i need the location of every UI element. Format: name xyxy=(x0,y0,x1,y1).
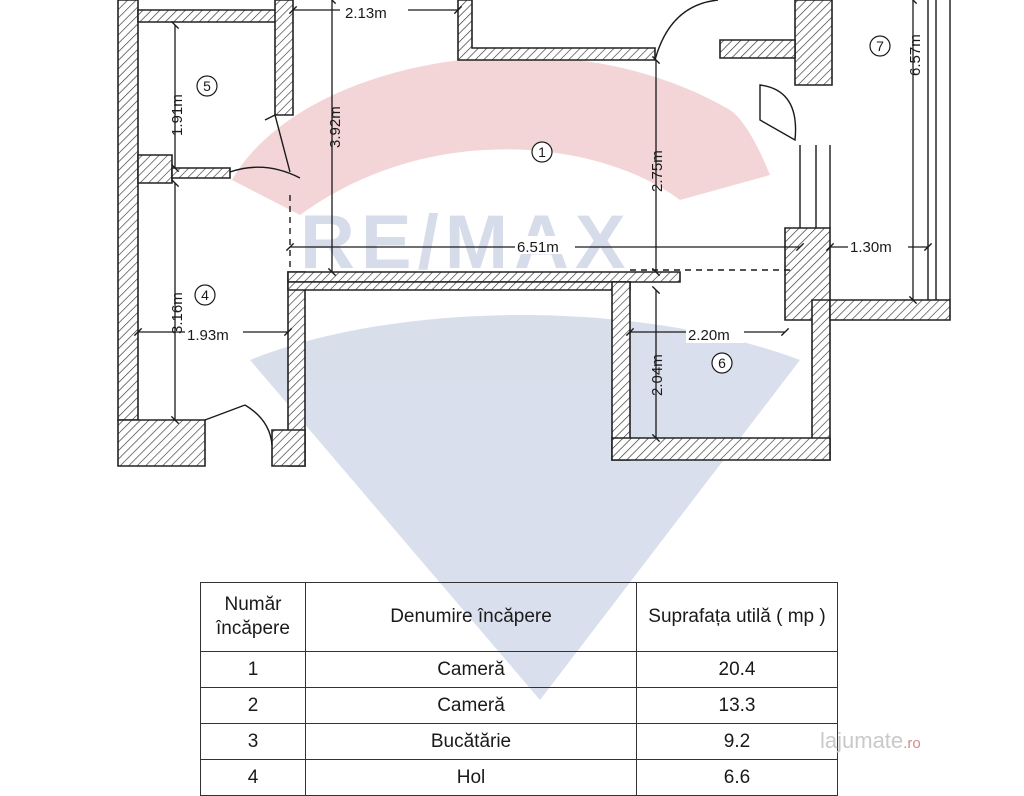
room-number: 5 xyxy=(203,78,211,94)
dim-label: 1.93m xyxy=(187,327,229,344)
cell-room-name: Hol xyxy=(305,759,637,796)
table-header-row: Număr încăpere Denumire încăpere Suprafa… xyxy=(200,582,838,652)
dim-label: 3.16m xyxy=(169,292,186,334)
cell-room-number: 1 xyxy=(200,651,306,688)
dim-label: 2.20m xyxy=(688,327,730,344)
dim-label: 1.30m xyxy=(850,239,892,256)
doors xyxy=(204,0,797,446)
room-number: 4 xyxy=(201,287,209,303)
table-row: 2 Cameră 13.3 xyxy=(200,687,838,724)
site-watermark: lajumate.ro xyxy=(820,728,1020,758)
dimension-labels: 2.13m 1.91m 3.92m 2.75m 6.51m 1.30m 6.57… xyxy=(169,3,924,396)
room-area-table: Număr încăpere Denumire încăpere Suprafa… xyxy=(200,582,838,796)
cell-room-name: Bucătărie xyxy=(305,723,637,760)
cell-area: 20.4 xyxy=(636,651,838,688)
site-watermark-text: lajumate xyxy=(820,728,904,753)
cell-area: 9.2 xyxy=(636,723,838,760)
remax-watermark: RE/MAX xyxy=(232,56,800,700)
table-row: 1 Cameră 20.4 xyxy=(200,651,838,688)
header-usable-area: Suprafața utilă ( mp ) xyxy=(636,582,838,652)
floor-plan: RE/MAX xyxy=(117,0,951,700)
dim-label: 2.04m xyxy=(649,354,666,396)
room-number: 1 xyxy=(538,144,546,160)
room-number: 7 xyxy=(876,38,884,54)
cell-room-number: 2 xyxy=(200,687,306,724)
room-markers: 1 4 5 6 7 xyxy=(194,35,891,374)
cell-room-number: 4 xyxy=(200,759,306,796)
cell-area: 13.3 xyxy=(636,687,838,724)
dim-label: 6.57m xyxy=(907,34,924,76)
cell-room-name: Cameră xyxy=(305,687,637,724)
table-row: 3 Bucătărie 9.2 xyxy=(200,723,838,760)
dim-label: 6.51m xyxy=(517,239,559,256)
room-number: 6 xyxy=(718,355,726,371)
dim-label: 3.92m xyxy=(327,106,344,148)
header-room-number: Număr încăpere xyxy=(200,582,306,652)
table-row: 4 Hol 6.6 xyxy=(200,759,838,796)
site-watermark-suffix: .ro xyxy=(903,735,921,752)
cell-area: 6.6 xyxy=(636,759,838,796)
cell-room-name: Cameră xyxy=(305,651,637,688)
walls xyxy=(117,0,951,467)
dim-label: 2.75m xyxy=(649,150,666,192)
dim-label: 2.13m xyxy=(345,5,387,22)
dim-label: 1.91m xyxy=(169,94,186,136)
cell-room-number: 3 xyxy=(200,723,306,760)
header-room-name: Denumire încăpere xyxy=(305,582,637,652)
